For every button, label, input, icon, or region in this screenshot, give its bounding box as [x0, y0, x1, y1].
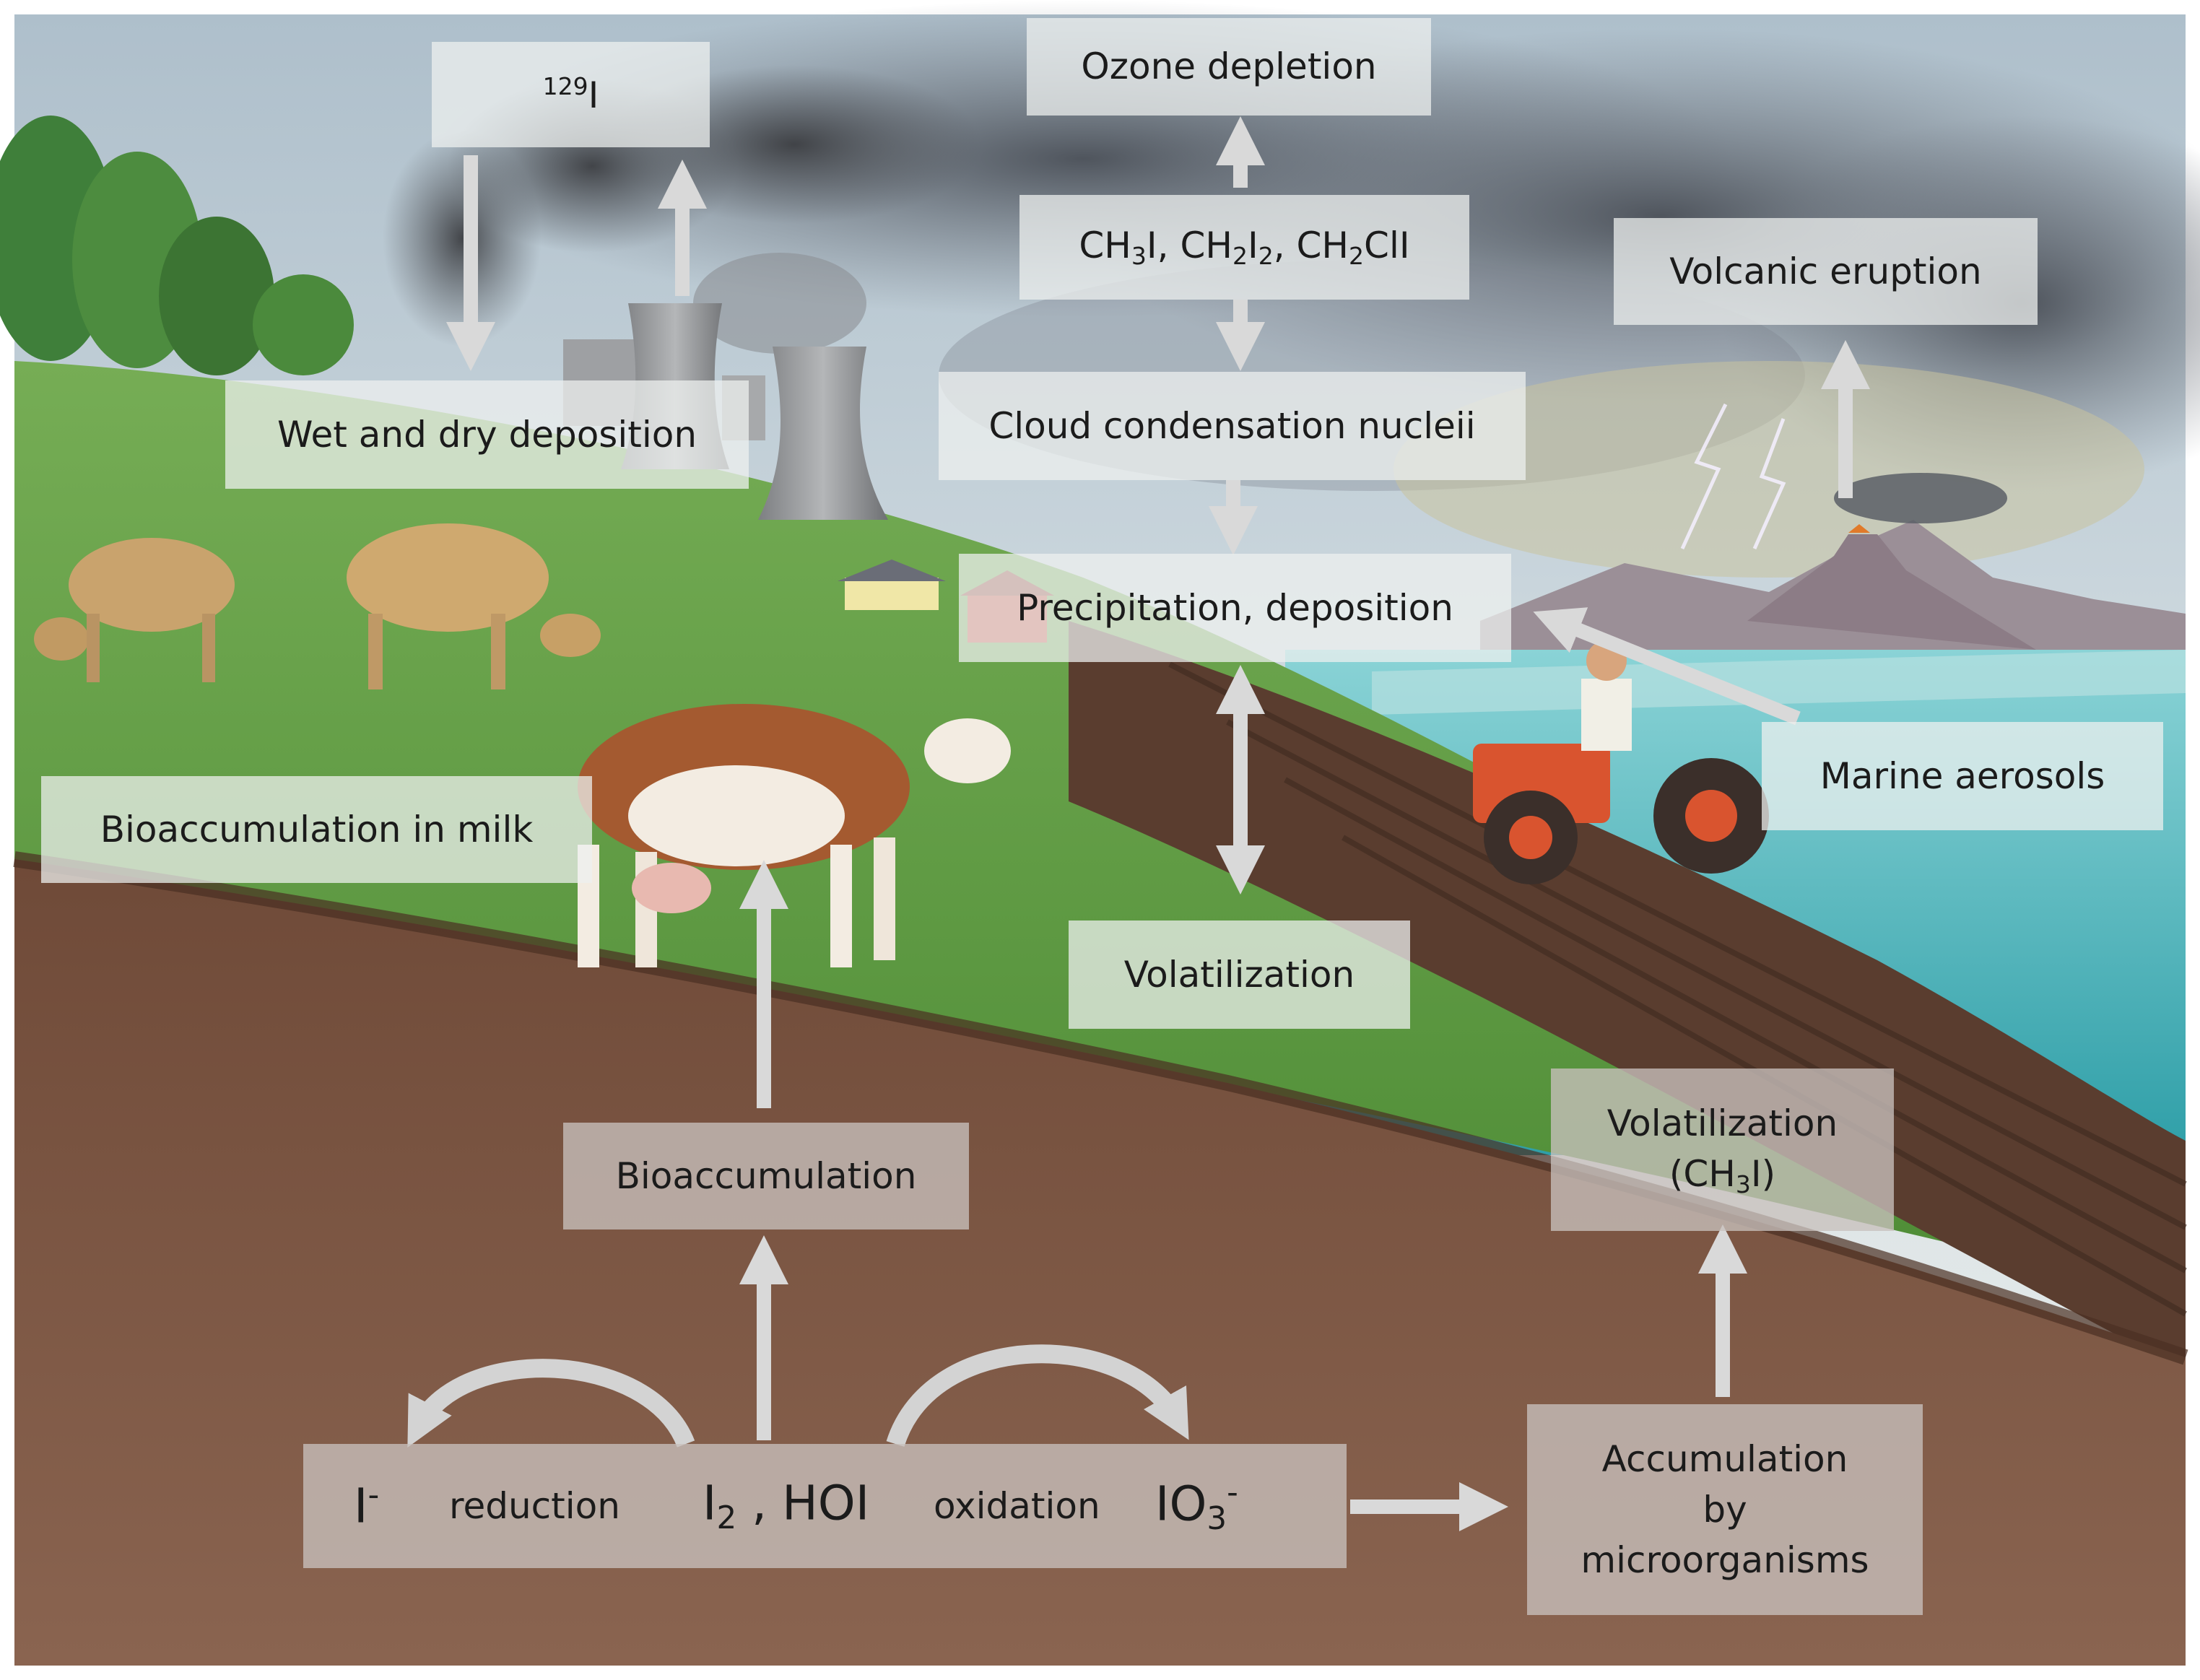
arrow-marine-to-precip [1533, 607, 1801, 726]
iodine-hoi-species: I2 , HOI [703, 1475, 870, 1536]
precipitation-deposition-label: Precipitation, deposition [959, 554, 1511, 662]
tractor [1473, 640, 1769, 884]
iodine-speciation-row: I- reduction I2 , HOI oxidation IO3- [303, 1444, 1347, 1568]
reduction-label: reduction [449, 1484, 620, 1527]
iodide-species: I- [354, 1476, 380, 1534]
lightning-icon [1680, 403, 1786, 550]
curved-arrows [407, 1344, 1189, 1448]
cloud-condensation-label: Cloud condensation nucleii [939, 372, 1526, 480]
trees [0, 116, 354, 375]
curved-arrow-reduction [407, 1359, 695, 1448]
oxidation-label: oxidation [934, 1484, 1100, 1527]
volatilization-label: Volatilization [1069, 920, 1410, 1029]
volcanic-eruption-label: Volcanic eruption [1614, 218, 2038, 325]
arrows [445, 116, 1871, 1532]
marine-aerosols-label: Marine aerosols [1762, 722, 2163, 830]
wet-dry-deposition-label: Wet and dry deposition [225, 380, 749, 489]
cows [34, 523, 1011, 967]
bioaccumulation-milk-label: Bioaccumulation in milk [41, 776, 592, 883]
organoiodine-label: CH3I, CH2I2, CH2ClI [1019, 195, 1469, 300]
bioaccumulation-label: Bioaccumulation [563, 1123, 969, 1229]
microorganism-accumulation-label: Accumulation by microorganisms [1527, 1404, 1923, 1615]
cow-grazing-2 [347, 523, 601, 689]
volatilization-ch3i-label: Volatilization (CH3I) [1551, 1069, 1894, 1231]
iodate-species: IO3- [1155, 1474, 1238, 1537]
curved-arrow-oxidation [886, 1344, 1189, 1448]
iodine-129-label: 129I [432, 42, 710, 147]
cow-grazing-1 [34, 538, 235, 682]
cow-brown-white [578, 704, 1011, 967]
ozone-depletion-label: Ozone depletion [1027, 18, 1431, 116]
